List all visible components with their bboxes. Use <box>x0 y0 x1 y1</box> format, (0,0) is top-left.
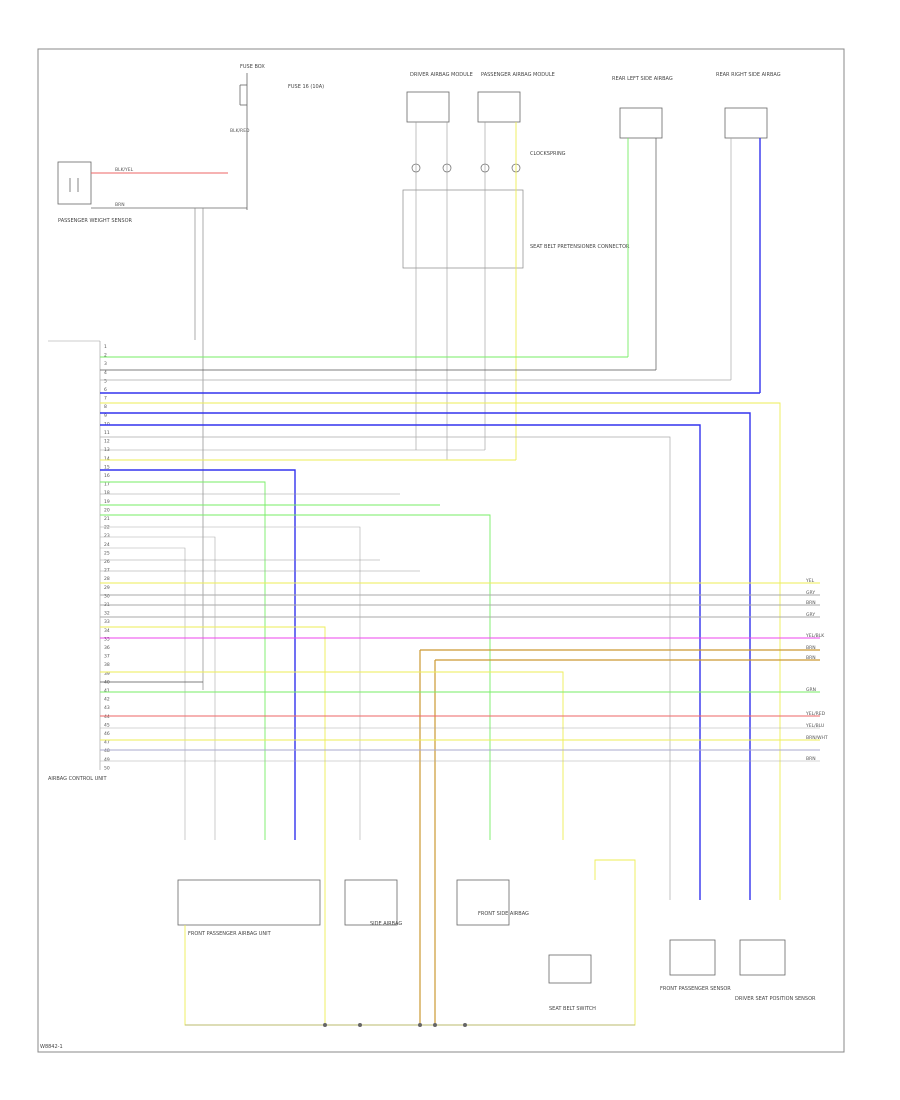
bottom-module6-label: DRIVER SEAT POSITION SENSOR <box>735 996 816 1002</box>
right-wire-label: BRN/WHT <box>806 735 828 741</box>
clockspring-label: CLOCKSPRING <box>530 151 566 157</box>
fuse-wire-label: BLK/RED <box>230 128 250 134</box>
passenger-sensor-group: BLK/YEL BRN PASSENGER WEIGHT SENSOR <box>57 161 247 690</box>
pin-number: 25 <box>104 550 110 556</box>
pin-number: 43 <box>104 705 110 711</box>
pin-number: 26 <box>104 559 110 565</box>
pin-number: 23 <box>104 533 110 539</box>
right-wire-label: GRN <box>806 687 816 693</box>
pin-number: 36 <box>104 645 110 651</box>
pin-number: 46 <box>104 731 110 737</box>
sensor-wire1-label: BLK/YEL <box>115 167 134 173</box>
pin-number: 47 <box>104 740 110 746</box>
sensor-wire2-label: BRN <box>115 202 125 208</box>
pin-number: 1 <box>104 344 107 350</box>
right-wire-label: BRN <box>806 645 816 651</box>
pin-number: 3 <box>104 361 107 367</box>
bottom-module5-label: FRONT PASSENGER SENSOR <box>660 986 731 992</box>
pin-number: 50 <box>104 765 110 771</box>
pin-number: 20 <box>104 507 110 513</box>
pin-number: 32 <box>104 611 110 617</box>
pin-number: 27 <box>104 568 110 574</box>
passenger-module-label: PASSENGER AIRBAG MODULE <box>481 72 555 78</box>
pin-number: 49 <box>104 757 110 763</box>
control-unit-label: AIRBAG CONTROL UNIT <box>48 776 107 782</box>
pin-number: 6 <box>104 387 107 393</box>
bottom-modules: FRONT PASSENGER AIRBAG UNIT SIDE AIRBAG … <box>177 859 816 1027</box>
right-wire-label: GRY <box>806 612 815 618</box>
bottom-module3-label: FRONT SIDE AIRBAG <box>478 911 529 917</box>
pin-number: 42 <box>104 697 110 703</box>
front-airbag-modules: DRIVER AIRBAG MODULE PASSENGER AIRBAG MO… <box>402 72 630 460</box>
right-wire-label: YEL <box>805 578 815 584</box>
pin-number: 19 <box>104 499 110 505</box>
bottom-module4-label: SEAT BELT SWITCH <box>549 1006 596 1012</box>
rear-right-label: REAR RIGHT SIDE AIRBAG <box>716 72 781 78</box>
control-unit-wires <box>100 356 820 1025</box>
right-wire-label: YEL/RED <box>805 711 826 717</box>
fuse-box-group: FUSE BOX FUSE 16 (10A) BLK/RED <box>230 64 324 210</box>
pin-number: 4 <box>104 370 107 376</box>
pin-number: 14 <box>104 456 110 462</box>
pin-number: 39 <box>104 671 110 677</box>
pin-number: 29 <box>104 585 110 591</box>
right-wire-label: BRN <box>806 756 816 762</box>
driver-module-label: DRIVER AIRBAG MODULE <box>410 72 473 78</box>
pin-number: 40 <box>104 679 110 685</box>
pin-number: 37 <box>104 654 110 660</box>
pin-number: 12 <box>104 439 110 445</box>
pin-number: 38 <box>104 662 110 668</box>
pin-number: 15 <box>104 464 110 470</box>
right-wire-label: YEL/BLU <box>805 723 824 729</box>
passenger-sensor-label: PASSENGER WEIGHT SENSOR <box>58 218 132 224</box>
pin-number-column: 1234567891011121314151617181920212223242… <box>104 344 110 771</box>
right-wire-label: YEL/BLK <box>805 633 825 639</box>
pin-number: 45 <box>104 722 110 728</box>
pin-number: 9 <box>104 413 107 419</box>
pin-number: 28 <box>104 576 110 582</box>
pin-number: 11 <box>104 430 110 436</box>
connector-block-label: SEAT BELT PRETENSIONER CONNECTOR <box>530 244 630 250</box>
diagram-border <box>37 48 845 1053</box>
rear-left-label: REAR LEFT SIDE AIRBAG <box>612 76 673 82</box>
pin-number: 17 <box>104 482 110 488</box>
fuse-box-label: FUSE BOX <box>240 64 265 70</box>
pin-number: 30 <box>104 593 110 599</box>
right-wire-label-column: YEL GRY BRN GRY YEL/BLK BRN BRN GRN YEL/RED YEL/B… <box>805 578 828 762</box>
pin-number: 7 <box>104 396 107 402</box>
bottom-left-module-label: FRONT PASSENGER AIRBAG UNIT <box>188 931 272 937</box>
fuse-detail-label: FUSE 16 (10A) <box>288 84 324 90</box>
right-wire-label: GRY <box>806 590 815 596</box>
pin-number: 8 <box>104 404 107 410</box>
pin-number: 48 <box>104 748 110 754</box>
rear-airbag-modules: REAR LEFT SIDE AIRBAG REAR RIGHT SIDE AI… <box>612 72 781 393</box>
pin-number: 33 <box>104 619 110 625</box>
pin-number: 2 <box>104 353 107 359</box>
pin-number: 5 <box>104 378 107 384</box>
pin-number: 22 <box>104 525 110 531</box>
pin-number: 16 <box>104 473 110 479</box>
right-wire-label: BRN <box>806 655 816 661</box>
pin-number: 35 <box>104 636 110 642</box>
pin-number: 24 <box>104 542 110 548</box>
pin-number: 18 <box>104 490 110 496</box>
bottom-module2-label: SIDE AIRBAG <box>370 921 402 927</box>
footer-label: W8842-1 <box>40 1044 63 1050</box>
pin-number: 34 <box>104 628 110 634</box>
pin-number: 21 <box>104 516 110 522</box>
pin-number: 41 <box>104 688 110 694</box>
right-wire-label: BRN <box>806 600 816 606</box>
pin-number: 44 <box>104 714 110 720</box>
